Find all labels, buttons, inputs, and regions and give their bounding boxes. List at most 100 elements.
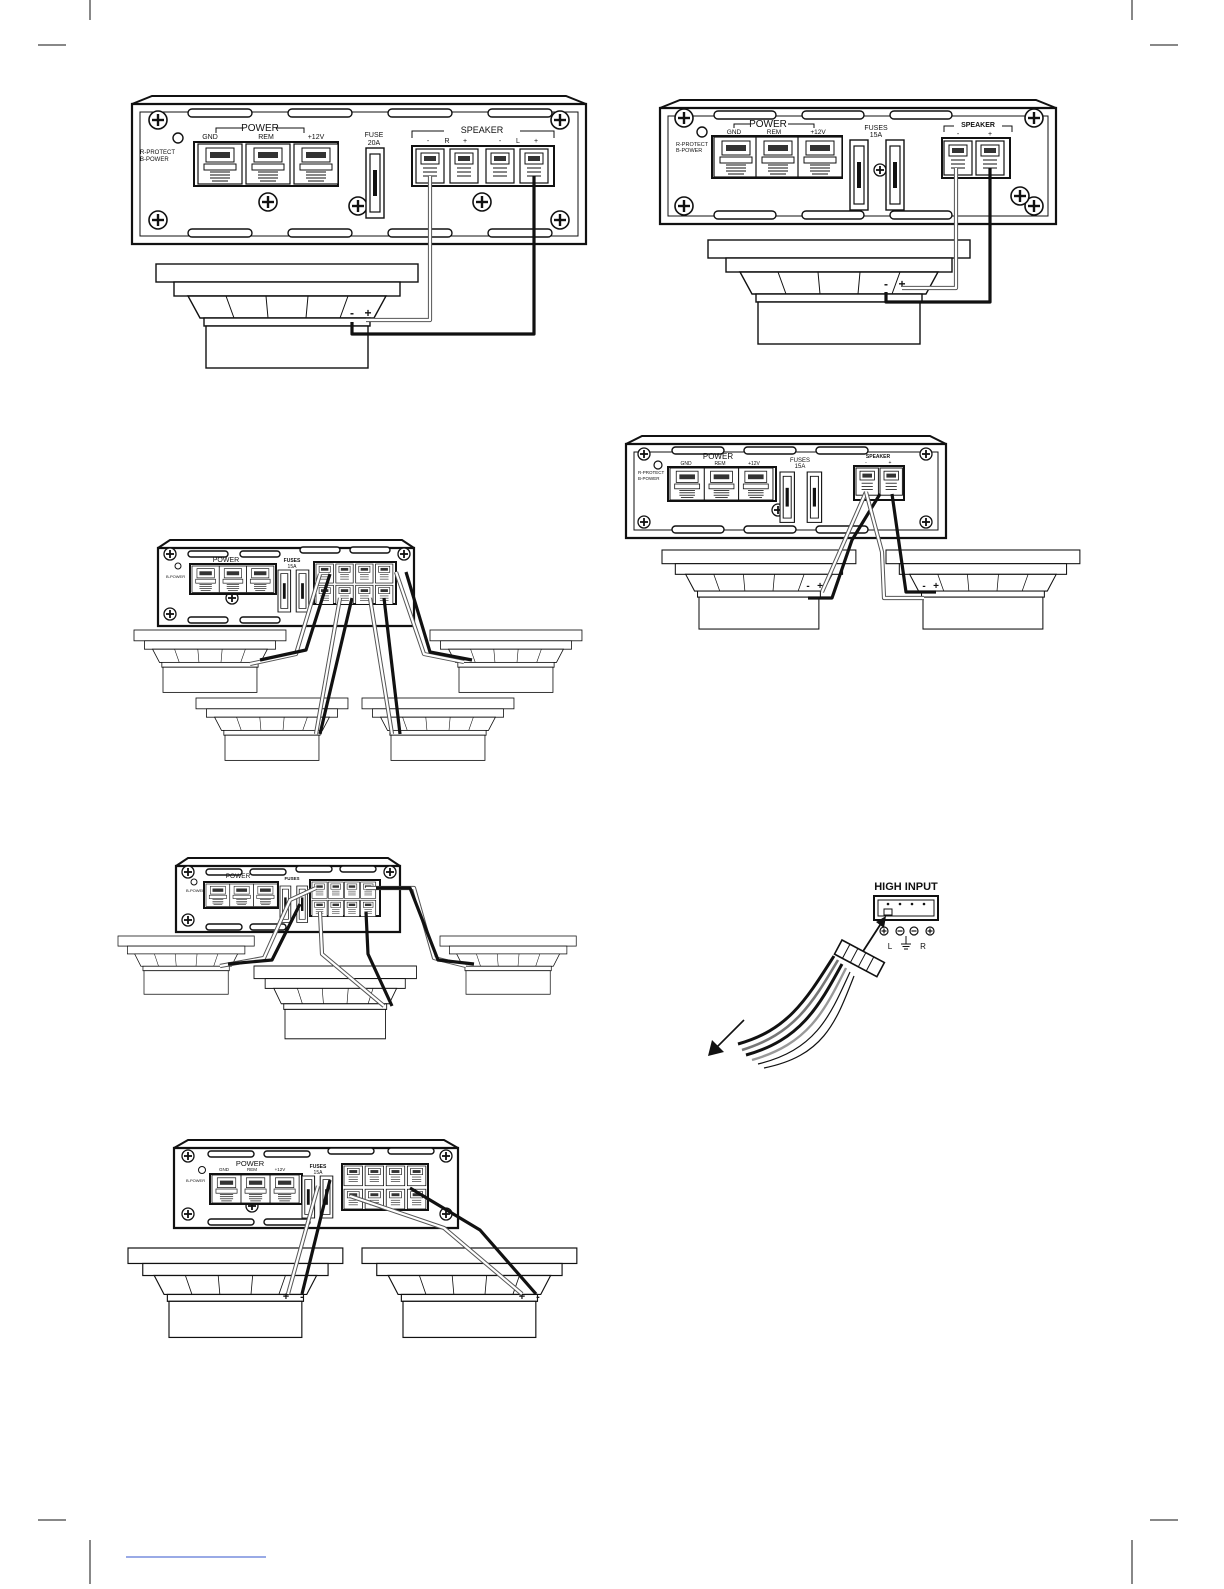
arrow-down-left-icon — [708, 1019, 745, 1056]
screw-icon — [919, 515, 933, 529]
crop-marks — [38, 0, 1178, 1584]
speaker-plus-label: + — [283, 1291, 289, 1303]
speaker-terminal — [335, 563, 354, 584]
diagram-four-channel-four-speakers: B-POWER POWER FUSES 15A — [133, 539, 583, 761]
power-label: POWER — [213, 557, 239, 564]
speaker-terminal — [360, 881, 377, 899]
speaker-terminal — [327, 899, 344, 917]
plus-label: + — [988, 131, 992, 138]
screw-icon — [549, 209, 571, 231]
fuses-amp-label: 15A — [870, 132, 883, 139]
minus-label: - — [427, 138, 430, 145]
power-terminal — [269, 1174, 300, 1204]
power-terminal — [713, 136, 759, 178]
speaker-minus-label: - — [884, 277, 888, 291]
power-label: POWER — [703, 452, 733, 461]
speaker-label: SPEAKER — [866, 454, 891, 460]
diagram-mono-single-top-right: R-PROTECT B-POWER POWER GND REM +12V FUS… — [658, 99, 1058, 345]
plus-label: + — [534, 138, 538, 145]
speaker-icon — [885, 549, 1081, 630]
speaker-plus-label: + — [519, 1291, 525, 1303]
screw-icon — [147, 109, 169, 131]
speaker-terminal — [385, 1165, 406, 1187]
speaker-icon — [661, 549, 857, 630]
speaker-terminal — [344, 899, 360, 917]
high-input-plug — [833, 938, 886, 978]
screw-icon — [919, 447, 933, 461]
fuse-icon — [849, 139, 869, 211]
plus-label: + — [889, 460, 892, 466]
screw-icon — [383, 865, 397, 879]
power-led-label: B-POWER — [140, 157, 169, 163]
fuse-amp-label: 20A — [368, 140, 381, 147]
speaker-icon — [707, 239, 971, 345]
rem-label: REM — [258, 134, 274, 141]
speaker-terminal — [855, 467, 879, 496]
v12-label: +12V — [748, 461, 760, 467]
minus-label: - — [499, 138, 502, 145]
screw-icon — [1023, 107, 1045, 129]
speaker-label: SPEAKER — [461, 125, 504, 135]
led-indicator-icon — [696, 126, 708, 138]
high-input-label: HIGH INPUT — [874, 881, 938, 893]
power-terminal — [738, 467, 774, 501]
power-terminal — [669, 467, 705, 501]
led-indicator-icon — [190, 878, 198, 886]
speaker-terminal — [355, 563, 374, 584]
speaker-terminal — [343, 1165, 363, 1187]
power-terminal — [253, 883, 278, 907]
power-terminal — [246, 565, 275, 593]
speaker-terminal — [449, 148, 479, 184]
screw-icon — [147, 209, 169, 231]
power-terminal — [229, 883, 254, 907]
screw-icon — [181, 913, 195, 927]
power-terminal — [245, 143, 291, 185]
power-led-label: B-POWER — [166, 574, 185, 579]
speaker-minus-label: - — [300, 1291, 304, 1303]
power-terminal — [218, 565, 247, 593]
speaker-plus-label: + — [898, 277, 905, 291]
screw-icon — [181, 1149, 195, 1163]
diagram-two-speakers-bottom: B-POWER POWER GND REM +12V FUSES 15A — [127, 1139, 578, 1339]
power-label: POWER — [241, 123, 279, 134]
v12-label: +12V — [275, 1167, 286, 1172]
power-led-label: B-POWER — [186, 888, 205, 893]
diagram-mono-two-speakers: R-PROTECT B-POWER POWER GND REM +12V FUS… — [624, 435, 1081, 630]
led-indicator-icon — [174, 562, 182, 570]
speaker-minus-label: - — [350, 306, 354, 320]
gnd-label: GND — [219, 1167, 230, 1172]
rem-label: REM — [247, 1167, 257, 1172]
power-label: POWER — [749, 119, 787, 130]
fuses-label: FUSES — [864, 125, 888, 132]
screw-icon — [439, 1149, 453, 1163]
screw-icon — [181, 865, 195, 879]
screw-icon — [549, 109, 571, 131]
minus-label: - — [957, 131, 960, 138]
screw-icon — [673, 195, 695, 217]
protect-label: R-PROTECT — [676, 142, 709, 148]
speaker-plus-label: + — [364, 306, 371, 320]
diagram-bridged-mono-top-left: R-PROTECT B-POWER POWER GND REM +12V FUS… — [130, 95, 588, 369]
fuses-label: FUSES — [310, 1164, 327, 1170]
v12-label: +12V — [810, 129, 826, 136]
power-terminal — [703, 467, 740, 501]
power-terminal — [191, 565, 220, 593]
screw-icon — [181, 1207, 195, 1221]
speaker-minus-label: - — [806, 581, 809, 592]
gnd-label: GND — [680, 461, 692, 467]
gnd-label: GND — [727, 129, 742, 136]
power-label: POWER — [236, 1159, 265, 1168]
speaker-terminal — [364, 1165, 384, 1187]
minus-label: - — [865, 460, 867, 466]
power-terminal — [293, 143, 339, 185]
fuse-icon — [806, 471, 823, 523]
speaker-label: SPEAKER — [961, 122, 995, 129]
screw-icon — [397, 547, 411, 561]
hi-l-label: L — [888, 942, 893, 951]
fuse-icon — [295, 569, 310, 613]
screw-icon — [257, 191, 279, 213]
fuses-label: FUSES — [790, 458, 810, 464]
speaker-minus-label: - — [922, 581, 925, 592]
